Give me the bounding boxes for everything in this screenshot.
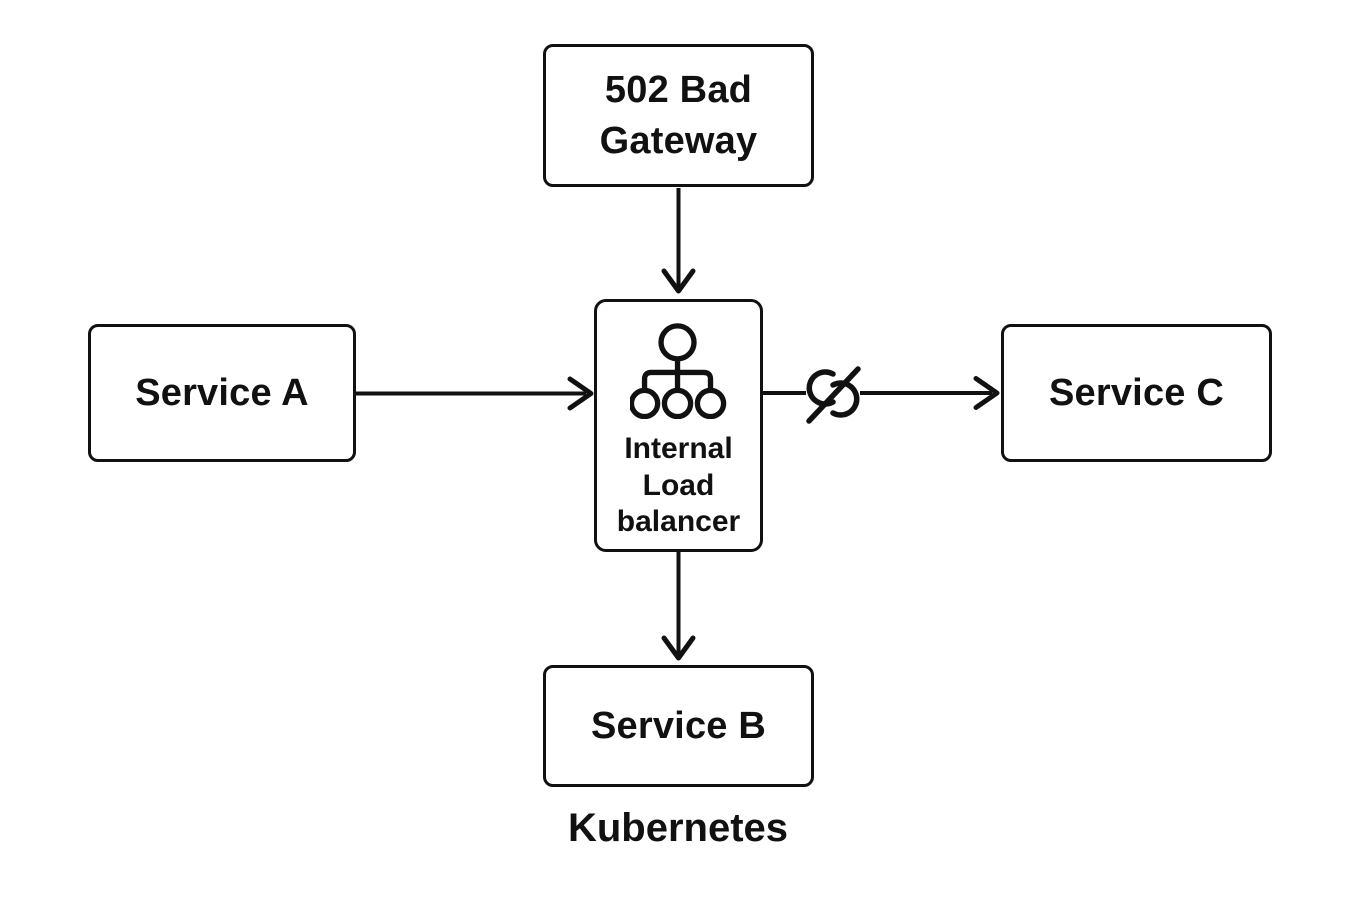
edge-service-a-to-lb [356,376,594,411]
load-balancer-tree-icon [630,323,727,419]
arrowhead-right-icon [973,376,1000,410]
node-service-a-label: Service A [135,371,309,414]
broken-link-icon [806,366,861,424]
node-service-a: Service A [88,324,356,462]
node-service-c: Service C [1001,324,1272,462]
node-502-bad-gateway: 502 Bad Gateway [543,44,814,187]
edge-lb-to-service-c [763,366,1000,424]
node-502-bad-gateway-label: 502 Bad Gateway [599,69,758,162]
node-service-c-label: Service C [1048,371,1225,414]
arrowhead-right-icon [567,376,594,411]
node-service-b-label: Service B [590,704,767,747]
node-service-b: Service B [543,665,814,787]
edge-lb-to-service-b [661,552,696,661]
node-load-balancer: Internal Load balancer [594,299,763,552]
diagram-caption: Kubernetes [567,806,789,850]
node-load-balancer-label: Internal Load balancer [616,432,741,539]
arrowhead-down-icon [661,635,696,661]
arrowhead-down-icon [661,268,696,294]
edge-error-to-lb [661,188,696,294]
